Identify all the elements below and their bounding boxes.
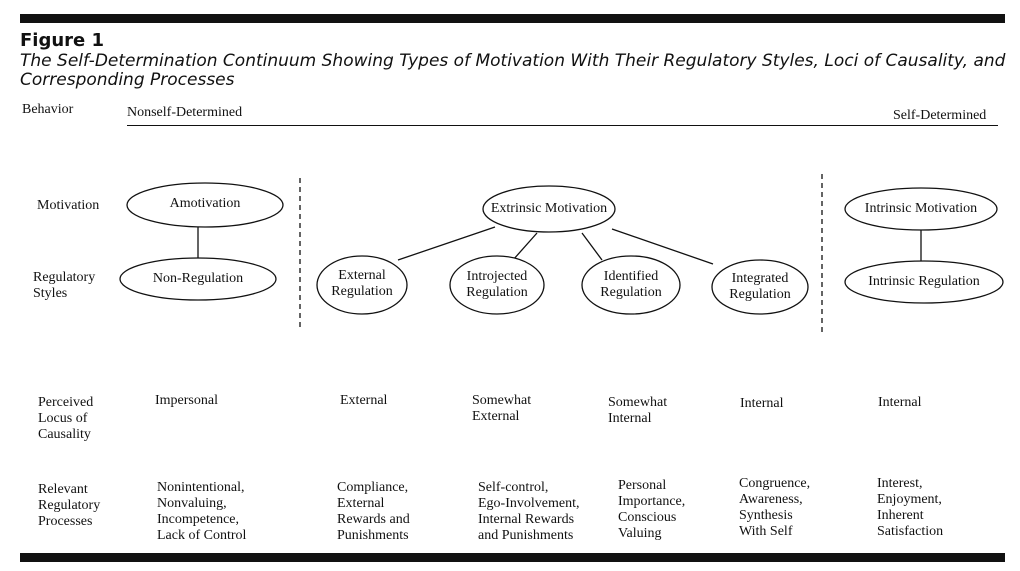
- locus-row-label: Perceived Locus of Causality: [38, 395, 94, 442]
- motivation-row-label: Motivation: [37, 198, 100, 213]
- process-value: Personal Importance, Conscious Valuing: [618, 478, 686, 541]
- figure-caption: The Self-Determination Continuum Showing…: [20, 51, 1006, 90]
- intrinsic-regulation-node: Intrinsic Regulation: [868, 274, 980, 289]
- connector-identified: [581, 232, 603, 261]
- identified-regulation-node: Identified Regulation: [600, 269, 662, 300]
- figure-label: Figure 1: [20, 30, 105, 51]
- process-value: Self-control, Ego-Involvement, Internal …: [478, 480, 580, 543]
- introjected-regulation-node: Introjected Regulation: [466, 269, 528, 300]
- integrated-regulation-node: Integrated Regulation: [729, 271, 791, 302]
- locus-value: External: [340, 393, 388, 408]
- bottom-rule: [20, 553, 1005, 562]
- introjected-regulation-ellipse: [449, 255, 545, 315]
- locus-value: Somewhat External: [472, 393, 532, 424]
- intrinsic-regulation-ellipse: [844, 260, 1004, 304]
- non-regulation-node: Non-Regulation: [152, 271, 244, 286]
- intrinsic-motivation-node: Intrinsic Motivation: [864, 201, 978, 216]
- non-regulation-ellipse: [119, 257, 277, 301]
- self-determined-label: Self-Determined: [893, 108, 987, 123]
- amotivation-ellipse: [126, 182, 284, 228]
- extrinsic-motivation-ellipse: [482, 185, 616, 233]
- connector-external: [397, 226, 496, 261]
- process-value: Nonintentional, Nonvaluing, Incompetence…: [157, 480, 247, 543]
- identified-regulation-ellipse: [581, 255, 681, 315]
- continuum-line: [127, 125, 998, 126]
- connector-integrated: [611, 228, 714, 265]
- process-value: Compliance, External Rewards and Punishm…: [337, 480, 410, 543]
- locus-value: Somewhat Internal: [608, 395, 668, 426]
- integrated-regulation-ellipse: [711, 259, 809, 315]
- external-regulation-ellipse: [316, 255, 408, 315]
- external-regulation-node: External Regulation: [331, 268, 393, 299]
- intrinsic-motivation-ellipse: [844, 187, 998, 231]
- nonself-determined-label: Nonself-Determined: [127, 105, 243, 120]
- locus-value: Internal: [878, 395, 922, 410]
- locus-value: Impersonal: [155, 393, 218, 408]
- process-value: Interest, Enjoyment, Inherent Satisfacti…: [877, 476, 944, 539]
- process-value: Congruence, Awareness, Synthesis With Se…: [739, 476, 811, 539]
- extrinsic-motivation-node: Extrinsic Motivation: [490, 201, 608, 216]
- connector-introjected: [512, 232, 538, 261]
- regulatory-styles-row-label: Regulatory Styles: [33, 270, 96, 301]
- behavior-label: Behavior: [22, 102, 74, 117]
- amotivation-node: Amotivation: [169, 196, 241, 211]
- top-rule: [20, 14, 1005, 23]
- processes-row-label: Relevant Regulatory Processes: [38, 482, 101, 529]
- locus-value: Internal: [740, 396, 784, 411]
